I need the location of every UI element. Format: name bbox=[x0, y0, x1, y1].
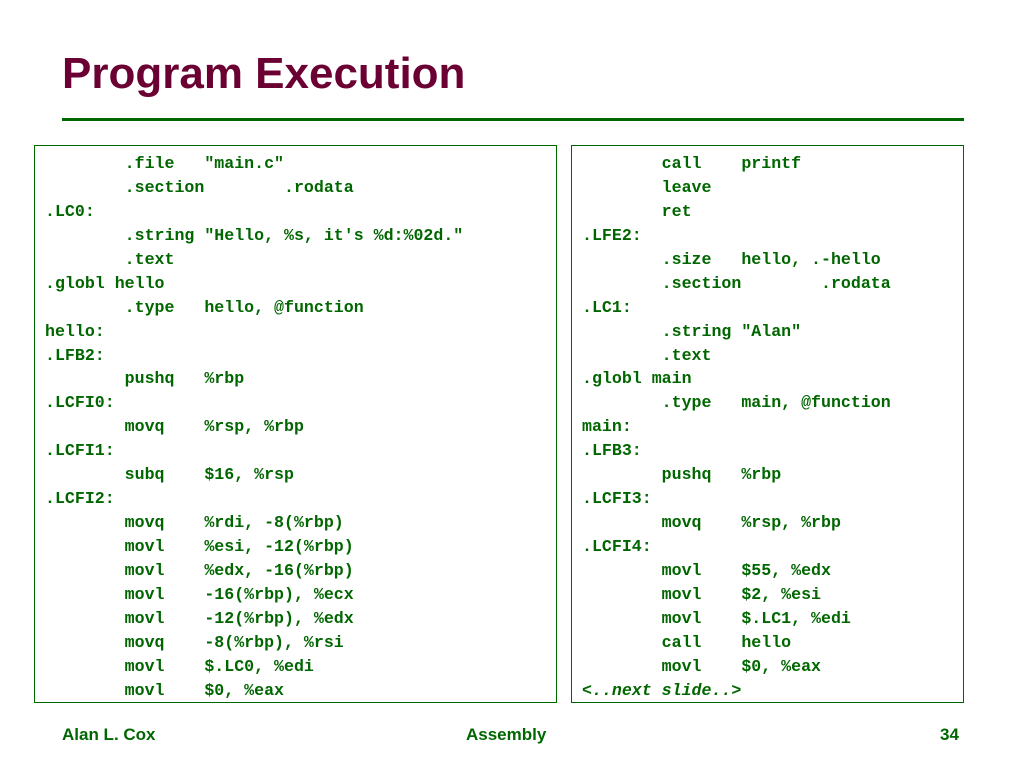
code-line: movl $55, %edx bbox=[582, 560, 831, 580]
code-line: pushq %rbp bbox=[45, 369, 245, 389]
code-line: movq %rdi, -8(%rbp) bbox=[45, 513, 344, 533]
code-line: .text bbox=[45, 249, 175, 269]
code-line: .LCFI2: bbox=[45, 489, 115, 509]
page-number: 34 bbox=[940, 725, 959, 744]
code-line: .file "main.c" bbox=[45, 154, 284, 173]
code-line: .LFE2: bbox=[582, 225, 642, 245]
code-line: movl $2, %esi bbox=[582, 584, 821, 604]
code-line: .section .rodata bbox=[582, 273, 891, 293]
code-line: .LFB3: bbox=[582, 441, 642, 461]
code-line: .globl hello bbox=[45, 273, 165, 293]
code-line: .string "Hello, %s, it's %d:%02d." bbox=[45, 225, 464, 245]
code-line: .LCFI3: bbox=[582, 489, 652, 509]
code-line: pushq %rbp bbox=[582, 465, 782, 485]
code-line: movq %rsp, %rbp bbox=[582, 513, 841, 533]
code-panel-left: .file "main.c" .section .rodata .LC0: .st… bbox=[34, 145, 557, 703]
code-line: main: bbox=[582, 417, 632, 437]
code-line: movl %esi, -12(%rbp) bbox=[45, 537, 354, 556]
code-line: movl -16(%rbp), %ecx bbox=[45, 584, 354, 604]
code-panel-right: call printf leave ret .LFE2: .size hello,… bbox=[571, 145, 964, 703]
slide-title: Program Execution bbox=[62, 49, 466, 98]
next-slide-note: <..next slide..> bbox=[582, 680, 742, 700]
code-line: .LCFI0: bbox=[45, 393, 115, 413]
code-line: call printf bbox=[582, 154, 802, 173]
code-line: leave bbox=[582, 177, 712, 197]
code-line: call hello bbox=[582, 632, 792, 652]
code-line: movl $.LC0, %edi bbox=[45, 656, 314, 676]
code-line: .section .rodata bbox=[45, 177, 354, 197]
code-line: .size hello, .-hello bbox=[582, 249, 881, 269]
code-line: .globl main bbox=[582, 369, 692, 389]
code-line: .text bbox=[582, 345, 712, 365]
code-line: .type main, @function bbox=[582, 393, 891, 413]
code-line: ret bbox=[582, 201, 692, 221]
code-line: .LCFI1: bbox=[45, 441, 115, 461]
code-line: movl $.LC1, %edi bbox=[582, 608, 851, 628]
code-line: .LFB2: bbox=[45, 345, 105, 365]
code-line: .LC1: bbox=[582, 297, 632, 317]
code-line: .LC0: bbox=[45, 201, 95, 221]
code-line: .LCFI4: bbox=[582, 537, 652, 556]
code-line: movl $0, %eax bbox=[45, 680, 284, 700]
code-line: subq $16, %rsp bbox=[45, 465, 294, 485]
footer-topic: Assembly bbox=[466, 725, 547, 744]
code-line: .string "Alan" bbox=[582, 321, 802, 341]
code-line: hello: bbox=[45, 321, 105, 341]
code-line: movq -8(%rbp), %rsi bbox=[45, 632, 344, 652]
code-line: movq %rsp, %rbp bbox=[45, 417, 304, 437]
code-line: .type hello, @function bbox=[45, 297, 364, 317]
code-line: movl -12(%rbp), %edx bbox=[45, 608, 354, 628]
title-divider bbox=[62, 118, 964, 121]
footer-author: Alan L. Cox bbox=[62, 725, 156, 744]
code-line: movl $0, %eax bbox=[582, 656, 821, 676]
code-line: movl %edx, -16(%rbp) bbox=[45, 560, 354, 580]
